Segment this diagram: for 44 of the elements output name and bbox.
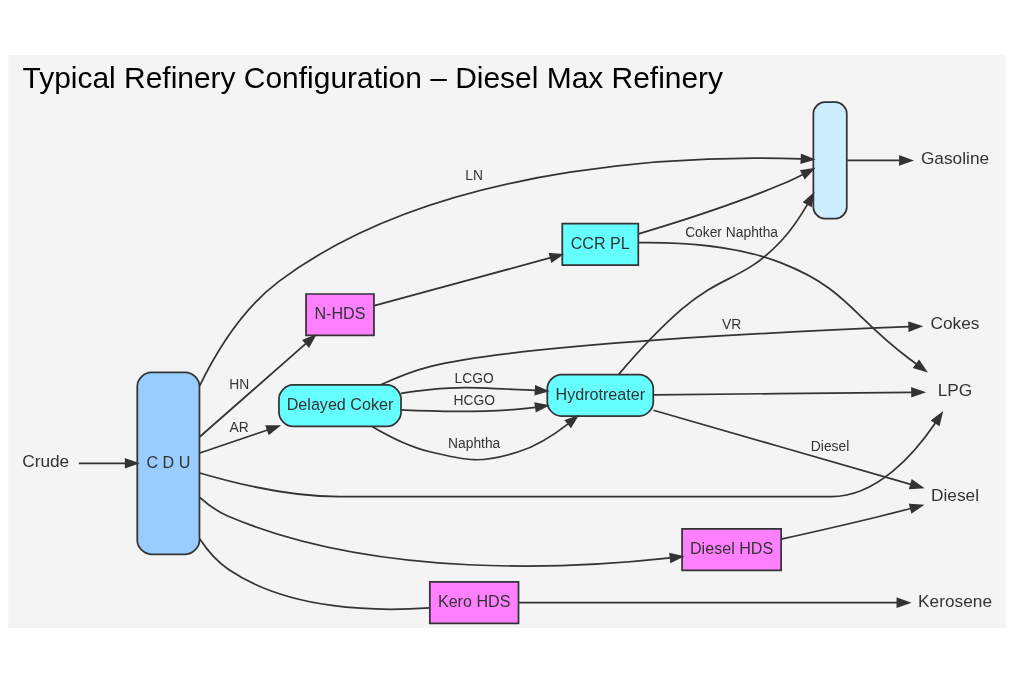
arrow [198, 410, 944, 498]
arrow [198, 153, 816, 387]
node-text: Kerosene [918, 590, 992, 611]
edge-label: AR [229, 418, 249, 435]
node-box: CCR PL [561, 222, 640, 267]
arrow [198, 425, 282, 454]
node-text: Cokes [930, 313, 980, 334]
arrow [652, 387, 927, 398]
node-text: LPG [937, 379, 973, 400]
arrow [373, 252, 565, 307]
arrow [617, 191, 815, 376]
node-box: Diesel HDS [681, 528, 782, 572]
edge-label: VR [721, 316, 742, 333]
arrow [198, 334, 317, 438]
arrow [400, 385, 550, 396]
edge-label: Diesel [810, 438, 850, 455]
arrow [780, 503, 925, 540]
node-text: Gasoline [920, 148, 990, 169]
node-text: Diesel [931, 484, 980, 505]
arrow [517, 597, 912, 608]
node-box: Hydrotreater [546, 373, 655, 417]
edge-label: LN [465, 166, 484, 183]
node-box: N-HDS [305, 293, 375, 337]
arrow [846, 155, 915, 166]
edge-label: Naphtha [448, 434, 501, 451]
connector [198, 537, 431, 611]
node-box: Delayed Coker [278, 384, 402, 428]
arrow [371, 414, 580, 461]
diagram-title: Typical Refinery Configuration – Diesel Max Refinery [22, 61, 724, 95]
arrow [652, 409, 925, 490]
arrow [198, 496, 685, 567]
node-box: C D U [136, 371, 201, 556]
edge-label: Coker Naphtha [685, 224, 779, 241]
edge-label: HCGO [453, 392, 495, 409]
arrow [379, 321, 924, 386]
arrow [400, 402, 550, 413]
edge-label: HN [229, 376, 250, 393]
node-text: Crude [22, 451, 70, 472]
arrow [637, 241, 928, 373]
node-box [812, 101, 848, 220]
arrow [637, 167, 816, 235]
node-box: Kero HDS [428, 581, 520, 625]
arrow [77, 458, 140, 469]
edge-label: LCGO [454, 370, 494, 387]
